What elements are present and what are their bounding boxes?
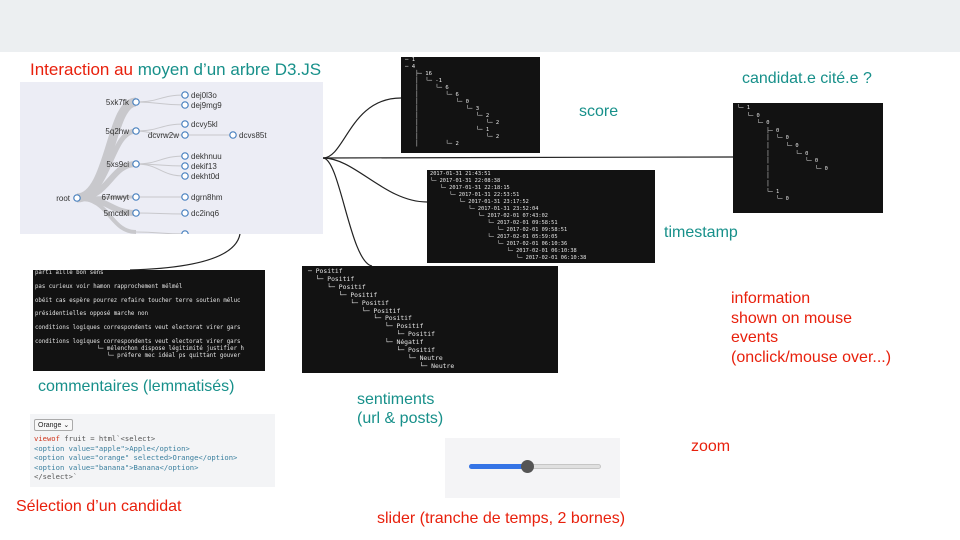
title-teal: moyen d’un arbre D3.JS [137, 60, 322, 79]
score-tree-text: ─ 1 ─ 4 ├─ 16 │ └─ -1 │ └─ 6 │ └─ 6 │ └─… [405, 57, 500, 147]
chevron-down-icon: ⌄ [63, 422, 70, 429]
code-text: fruit = html`<select> [59, 434, 156, 443]
candidate-select-value: Orange [38, 422, 62, 429]
commentaires-label: commentaires (lemmatisés) [38, 378, 235, 395]
tree-node-l1 [132, 209, 140, 217]
select-code-snippet: Orange ⌄ viewof fruit = html`<select> <o… [30, 414, 275, 487]
code-line: <option value="orange" selected>Orange</… [34, 453, 238, 462]
sentiments-label-line1: sentiments [357, 391, 435, 408]
slider-thumb[interactable] [520, 460, 534, 473]
d3-tree-svg: root 5xk7fk 5q2hw 5xs9ci 67mwyt 5mcdxl d… [56, 91, 267, 234]
candidat-terminal: └─ 1 └─ 0 └─ 0 ├─ 0 │ └─ 0 │ └─ 0 │ └─ 0… [733, 103, 883, 213]
tree-label: dekht0d [191, 172, 219, 181]
connector-to-timestamp [322, 157, 428, 203]
tree-label: dgrn8hm [191, 193, 223, 202]
tree-label: dekif13 [191, 162, 217, 171]
tree-node-l2 [181, 172, 189, 180]
code-line: viewof fruit = html`<select> [34, 434, 271, 444]
timestamp-terminal: 2017-01-31 21:43:51 └─ 2017-01-31 22:08:… [427, 170, 655, 263]
tree-label: 5mcdxl [104, 209, 130, 218]
tree-label: 67mwyt [101, 193, 129, 202]
score-label: score [579, 103, 619, 120]
tree-label: dcvrw2w [148, 131, 179, 140]
zoom-label: zoom [691, 438, 731, 455]
tree-node-l2 [181, 131, 189, 139]
title-prefix: Interaction au [30, 60, 138, 79]
comments-text: parti aille bon sens pas curieux voir ha… [35, 270, 244, 359]
tree-label: dcvs85t [239, 131, 267, 140]
tree-node-l2 [181, 91, 189, 99]
slider-label: slider (tranche de temps, 2 bornes) [377, 510, 626, 527]
tree-label: dej0l3o [191, 91, 217, 100]
comments-terminal: parti aille bon sens pas curieux voir ha… [33, 270, 265, 371]
sentiments-label-line2: (url & posts) [357, 410, 444, 427]
tree-label: 5q2hw [105, 127, 129, 136]
tree-node-l2 [181, 101, 189, 109]
timestamp-label: timestamp [664, 224, 738, 241]
d3-tree-panel[interactable]: root 5xk7fk 5q2hw 5xs9ci 67mwyt 5mcdxl d… [20, 82, 323, 234]
score-terminal: ─ 1 ─ 4 ├─ 16 │ └─ -1 │ └─ 6 │ └─ 6 │ └─… [401, 57, 540, 153]
tree-node-l2 [181, 193, 189, 201]
sentiments-tree-text: ─ Positif └─ Positif └─ Positif └─ Posit… [308, 267, 455, 370]
connector-to-sentiments [322, 157, 373, 267]
information-line4: (onclick/mouse over...) [731, 348, 892, 366]
code-line: </select>` [34, 472, 78, 481]
code-line: <option value="apple">Apple</option> [34, 443, 190, 453]
tree-label: 5xk7fk [106, 98, 130, 107]
tree-node-l1 [132, 127, 140, 135]
top-banner [0, 0, 960, 52]
tree-node-l3 [229, 131, 237, 139]
slider-fill [469, 464, 528, 469]
sentiments-terminal: ─ Positif └─ Positif └─ Positif └─ Posit… [302, 266, 558, 373]
connector-to-score [322, 97, 402, 159]
connector-to-comments [129, 233, 241, 271]
timestamp-tree-text: 2017-01-31 21:43:51 └─ 2017-01-31 22:08:… [430, 171, 587, 261]
candidat-tree-text: └─ 1 └─ 0 └─ 0 ├─ 0 │ └─ 0 │ └─ 0 │ └─ 0… [737, 105, 828, 203]
tree-node-l1 [132, 160, 140, 168]
tree-node-l2 [181, 152, 189, 160]
tree-node-l2 [181, 230, 189, 234]
tree-label: dekhnuu [191, 152, 222, 161]
connector-to-candidat [322, 156, 734, 159]
information-label: information shown on mouse events (oncli… [731, 289, 891, 367]
information-line1: information [731, 290, 811, 307]
tree-node-l2 [181, 120, 189, 128]
tree-label: dc2inq6 [191, 209, 220, 218]
code-line: <option value="banana">Banana</option> [34, 462, 199, 472]
information-line2: shown on mouse [731, 309, 852, 327]
tree-label: dej9mg9 [191, 101, 222, 110]
sentiments-label: sentiments (url & posts) [357, 390, 443, 428]
information-line3: events [731, 329, 779, 346]
tree-node-l2 [181, 209, 189, 217]
page-title: Interaction au moyen d’un arbre D3.JS [30, 60, 321, 80]
tree-label: dcvy5kl [191, 120, 218, 129]
tree-node-l1 [132, 98, 140, 106]
slider-panel [445, 438, 620, 498]
tree-label: 5xs9ci [106, 160, 129, 169]
code-keyword: viewof [34, 434, 60, 443]
tree-node-l2 [181, 162, 189, 170]
tree-node-l1 [132, 193, 140, 201]
tree-label-root: root [56, 194, 71, 203]
candidate-select[interactable]: Orange ⌄ [34, 419, 74, 431]
candidat-label: candidat.e cité.e ? [742, 70, 872, 87]
tree-node-root [73, 194, 81, 202]
selection-label: Sélection d’un candidat [16, 498, 182, 515]
